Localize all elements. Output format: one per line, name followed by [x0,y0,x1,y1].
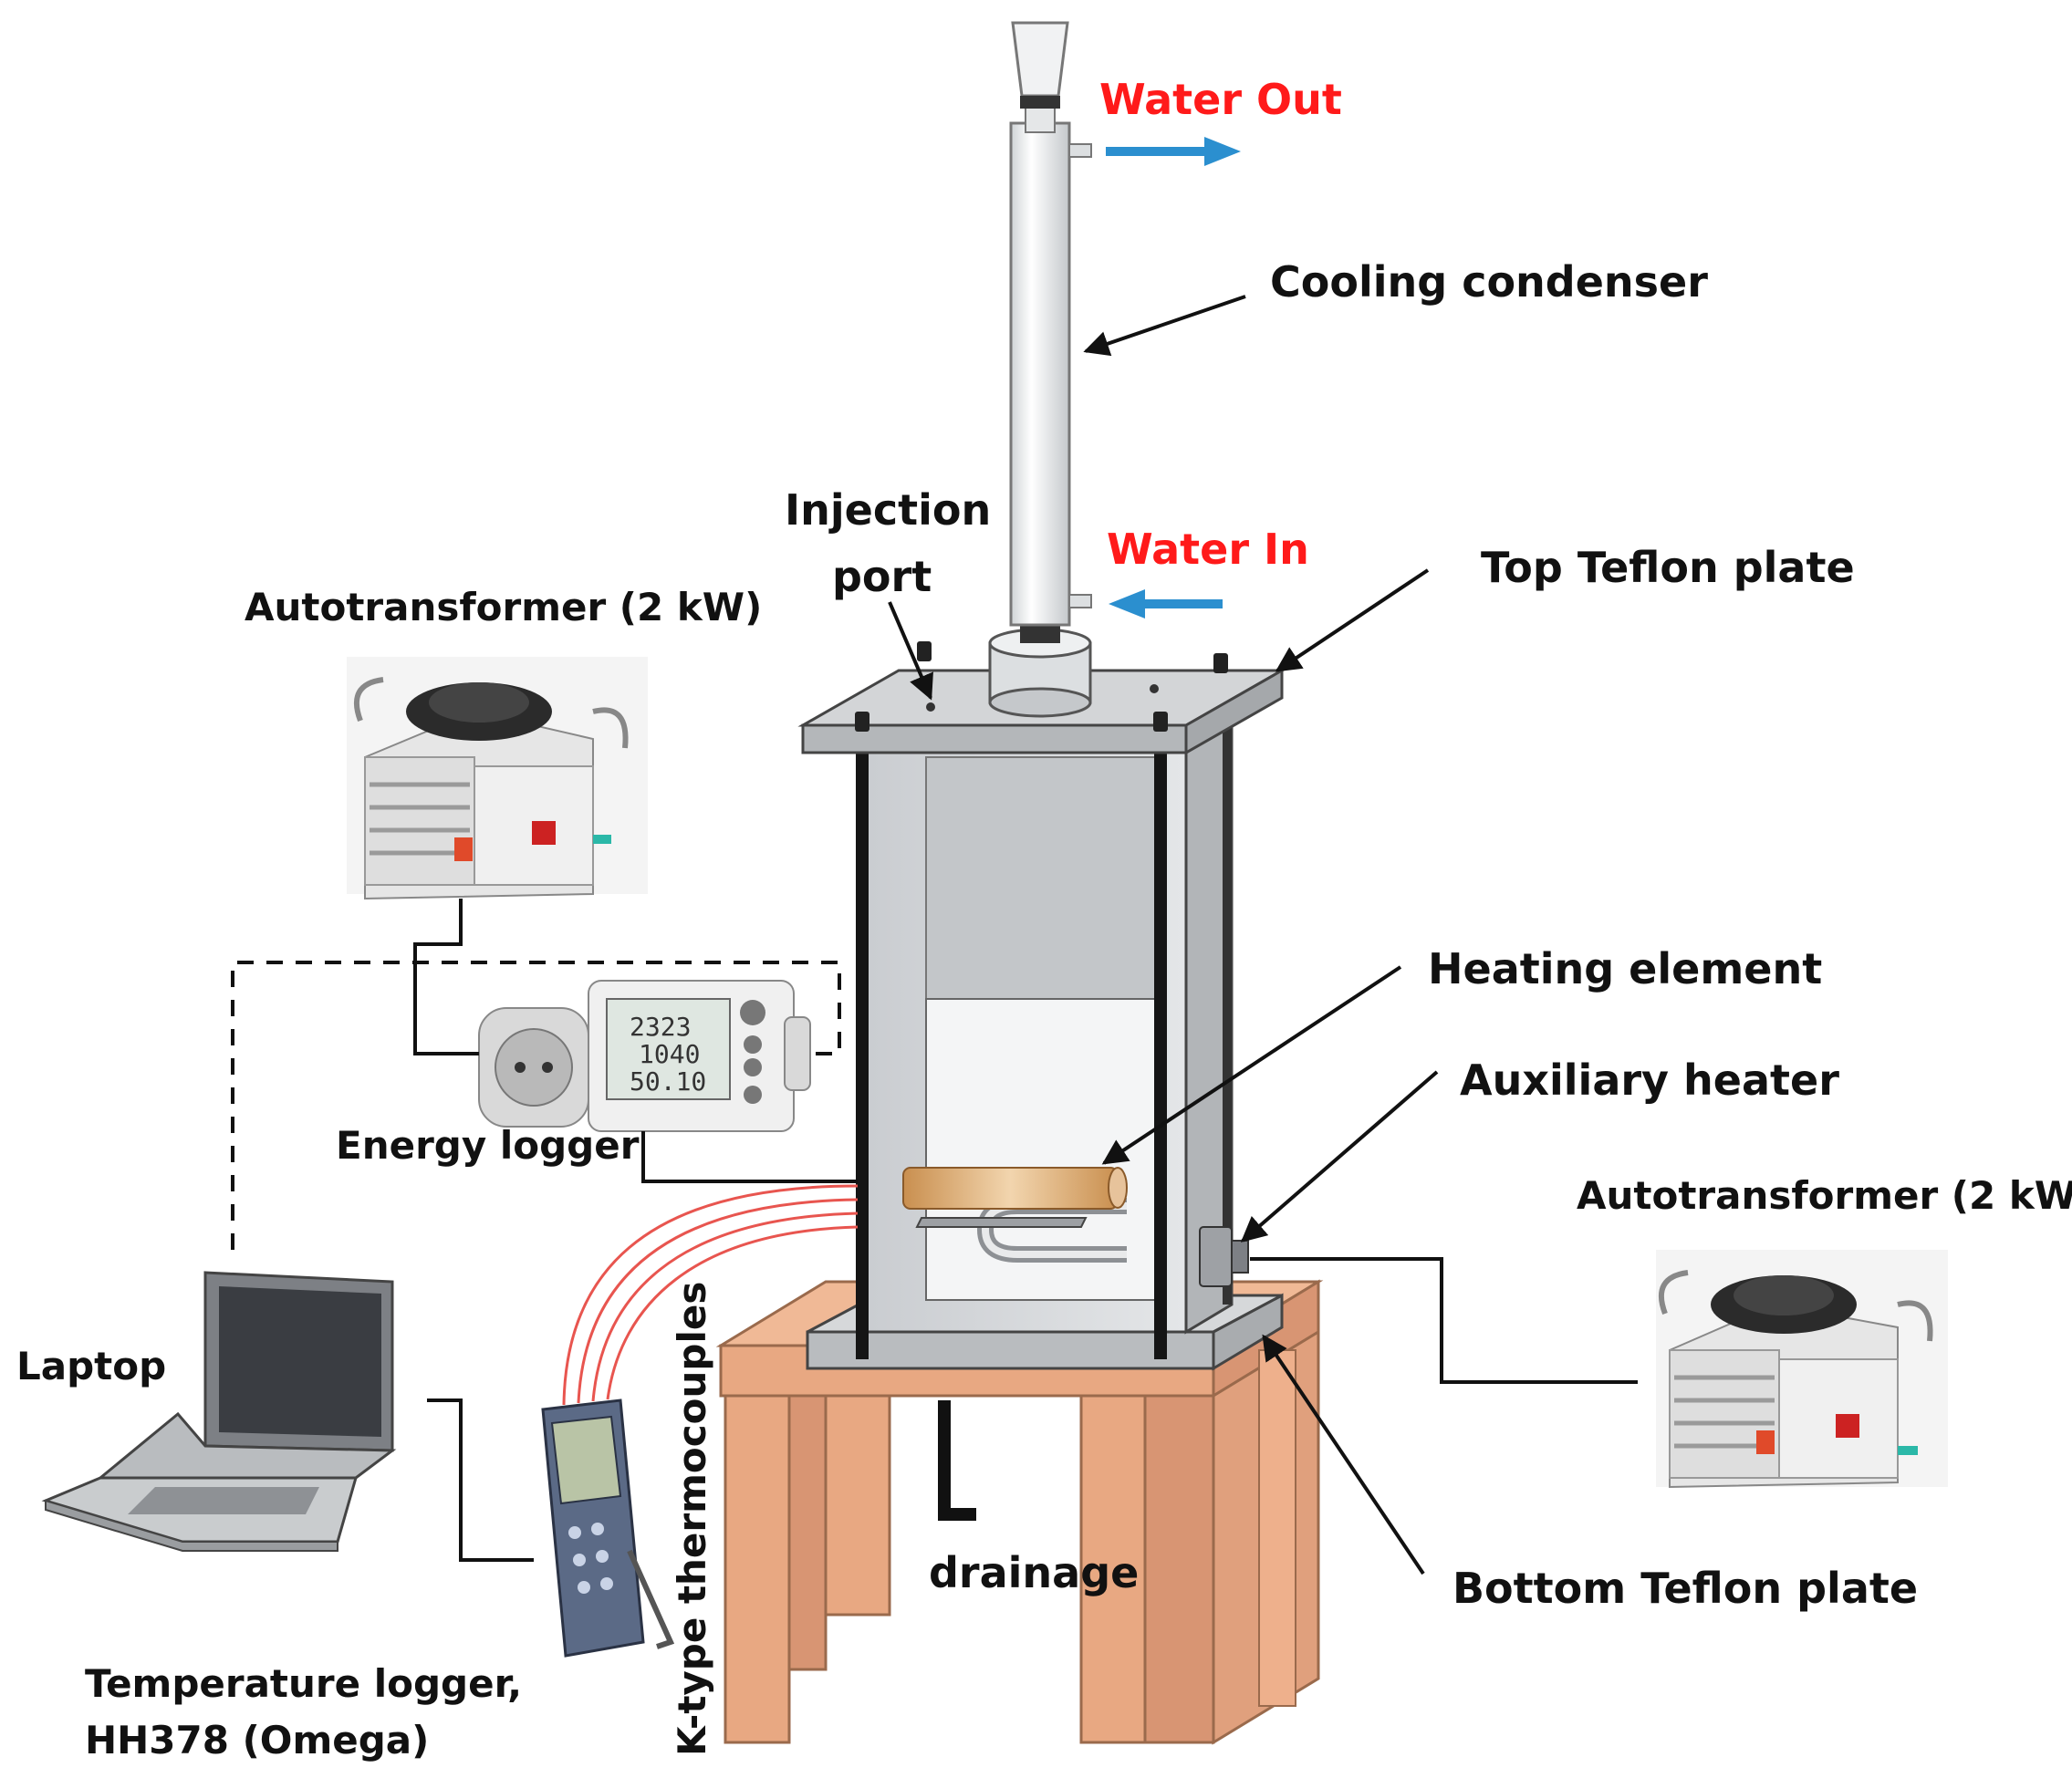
heating-element-label: Heating element [1428,944,1822,993]
autotransformer-right [1656,1250,1948,1489]
injection-port-label-line1: Injection [785,485,991,535]
data-link-dashed [231,961,841,1250]
thermocouple-wires [562,1184,859,1406]
energy-logger-label: Energy logger [336,1123,640,1168]
laptop [41,1271,397,1552]
autotransformer-left-label: Autotransformer (2 kW) [245,585,762,629]
bottom-teflon-plate-label: Bottom Teflon plate [1452,1564,1918,1613]
injection-port-label-line2: port [832,552,932,601]
temperature-logger [541,1398,675,1658]
energy-logger: 2323 1040 50.10 [478,980,811,1132]
energy-logger-display-line3: 50.10 [630,1066,706,1097]
autotransformer-left [347,657,648,900]
connection-wires [413,899,1638,1562]
energy-logger-display-line1: 2323 [630,1012,691,1042]
test-chamber [856,721,1249,1359]
wooden-stand [715,1279,1324,1745]
water-out-arrow [1106,137,1241,166]
water-in-label: Water In [1107,525,1309,574]
energy-logger-display-line2: 1040 [639,1039,700,1069]
water-out-label: Water Out [1099,75,1342,124]
cooling-condenser [988,21,1092,718]
top-teflon-plate-label: Top Teflon plate [1481,543,1855,592]
injection-port [926,702,935,712]
leader-arrows [888,295,1439,1575]
auxiliary-heater-label: Auxiliary heater [1460,1055,1839,1105]
cooling-condenser-label: Cooling condenser [1270,257,1708,307]
temperature-logger-label-line2: HH378 (Omega) [85,1718,429,1762]
k-type-thermocouples-label: K-type thermocouples [670,1282,714,1756]
water-in-arrow [1109,589,1223,619]
autotransformer-right-label: Autotransformer (2 kW) [1577,1173,2072,1218]
laptop-label: Laptop [16,1344,166,1388]
drainage-label: drainage [929,1548,1139,1597]
temperature-logger-label-line1: Temperature logger, [85,1661,522,1706]
